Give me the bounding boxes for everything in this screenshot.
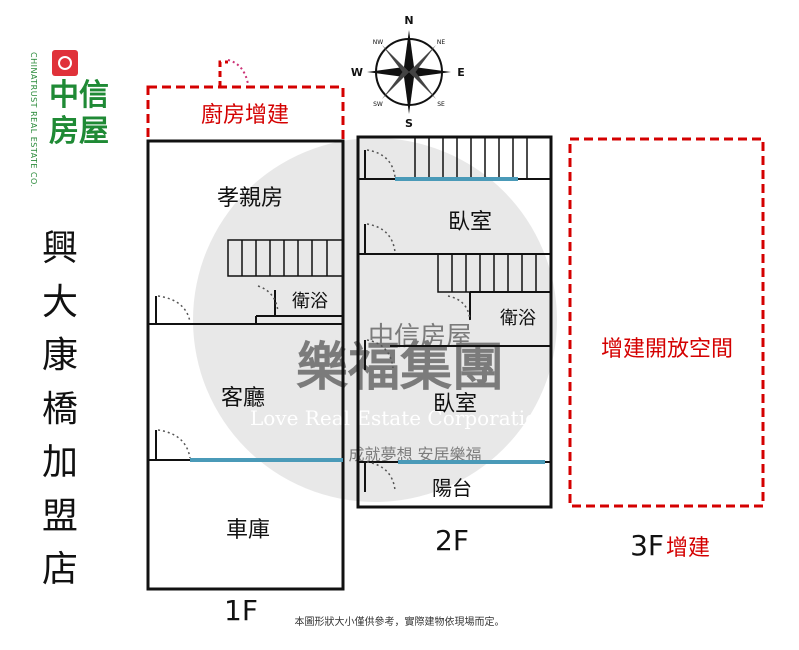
compass-w: W	[351, 66, 363, 79]
kitchen-extension-box	[146, 85, 345, 143]
floor-3f: 增建開放空間 3F 增建	[568, 137, 765, 562]
brand-name-line1: 中信	[49, 78, 109, 113]
room-bath-1f: 衛浴	[292, 291, 328, 312]
floor-3f-outline	[568, 137, 765, 508]
compass-sw: SW	[373, 101, 383, 108]
store-char: 大	[41, 281, 78, 323]
door-swing-icon	[157, 295, 191, 323]
room-bath-2f: 衛浴	[500, 308, 536, 329]
room-kitchen-extension: 廚房增建	[201, 103, 289, 128]
floor-label-2f: 2F	[435, 524, 469, 557]
watermark-title: 樂福集團	[296, 338, 504, 398]
store-char: 盟	[41, 495, 78, 537]
compass-rose-icon: N S W E NW NE SW SE	[351, 14, 465, 130]
store-name: 興 大 康 橋 加 盟 店	[38, 222, 82, 597]
brand-name: 中信 房屋	[42, 78, 116, 150]
door-swing-icon	[366, 149, 396, 178]
store-char: 橋	[41, 388, 78, 430]
room-balcony: 陽台	[432, 476, 472, 500]
door-swing-icon	[366, 461, 396, 491]
room-open-space: 增建開放空間	[601, 337, 733, 362]
brand-vertical-text: CHINATRUST REAL ESTATE CO.	[29, 52, 38, 188]
compass-nw: NW	[373, 39, 383, 46]
room-bedroom-top: 臥室	[448, 210, 492, 235]
compass-ne: NE	[437, 39, 445, 46]
compass-n: N	[404, 14, 413, 27]
chinatrust-logo-icon	[52, 50, 78, 76]
door-swing-icon	[366, 223, 396, 253]
store-char: 興	[41, 228, 78, 269]
floor-2f: 臥室 衛浴 臥室 陽台 2F	[356, 135, 553, 557]
door-swing-icon	[227, 59, 249, 85]
watermark-subtitle: Love Real Estate Corporation	[250, 406, 550, 430]
floor-label-3f: 3F	[630, 529, 664, 562]
stairs-icon	[227, 239, 344, 277]
floor-label-3f-ext: 增建	[666, 536, 710, 561]
floor-1f-outline	[146, 139, 345, 591]
compass-s: S	[405, 117, 413, 130]
watermark: 中信房屋 樂福集團 Love Real Estate Corporation 成…	[193, 138, 557, 502]
stairs-icon	[437, 253, 552, 293]
door-swing-icon	[366, 339, 394, 369]
door-swing-icon	[157, 429, 191, 459]
floor-label-1f: 1F	[224, 594, 258, 627]
store-char: 加	[41, 442, 78, 483]
brand-name-line2: 房屋	[49, 114, 109, 149]
watermark-circle	[193, 138, 557, 502]
watermark-slogan: 成就夢想 安居樂福	[348, 445, 481, 464]
store-char: 店	[41, 549, 78, 590]
disclaimer-note: 本圖形狀大小僅供參考，實際建物依現場而定。	[294, 617, 505, 628]
floor-1f: 廚房增建 孝親房 衛浴 客廳 車庫 1F	[146, 59, 345, 627]
room-garage: 車庫	[226, 518, 270, 543]
store-char: 康	[41, 335, 78, 376]
room-living: 客廳	[221, 386, 265, 411]
room-bedroom-bottom: 臥室	[433, 392, 477, 417]
stairs-icon	[414, 136, 552, 180]
compass-e: E	[457, 66, 465, 79]
compass-se: SE	[437, 101, 445, 108]
room-parents: 孝親房	[217, 186, 283, 211]
